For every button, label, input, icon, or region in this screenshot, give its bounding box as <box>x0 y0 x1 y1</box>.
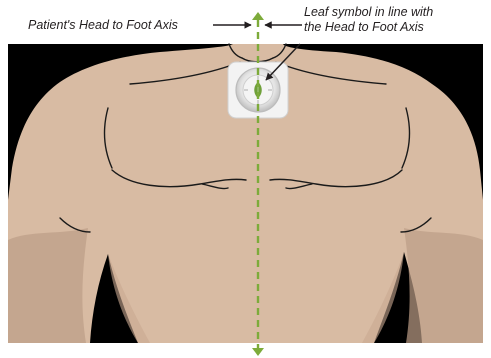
leaf-label: Leaf symbol in line with the Head to Foo… <box>304 5 433 35</box>
axis-arrow-bottom <box>252 348 264 356</box>
leaf-label-line-1: Leaf symbol in line with <box>304 5 433 20</box>
leaf-label-line-2: the Head to Foot Axis <box>304 20 433 35</box>
axis-arrow-top <box>252 12 264 20</box>
axis-label: Patient's Head to Foot Axis <box>28 18 178 33</box>
